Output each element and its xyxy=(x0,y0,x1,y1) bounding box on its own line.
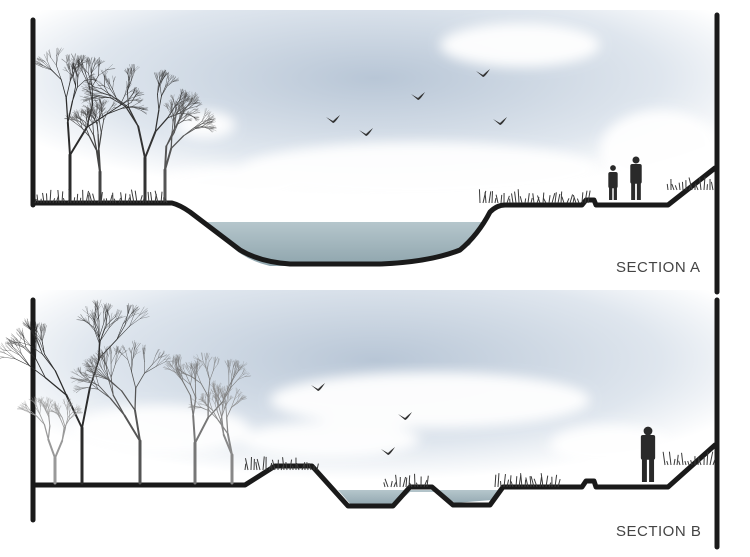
person-silhouette xyxy=(608,165,618,200)
bird-icon xyxy=(398,412,412,420)
tree xyxy=(34,47,149,202)
tree xyxy=(163,89,217,202)
grass-tuft xyxy=(383,473,429,488)
sky-section-a xyxy=(34,10,720,205)
trees xyxy=(0,47,252,485)
bird-icon xyxy=(359,128,373,136)
birds xyxy=(311,69,507,455)
grass-tuft xyxy=(244,456,319,471)
water-section-a xyxy=(205,222,482,266)
tree xyxy=(0,299,150,485)
bird-icon xyxy=(381,447,395,455)
sky-section-b xyxy=(34,290,716,490)
grass-tuft xyxy=(666,176,714,191)
bird-icon xyxy=(493,117,507,125)
person-silhouette xyxy=(630,156,642,200)
bird-icon xyxy=(411,92,425,100)
bird-icon xyxy=(311,383,325,391)
tree xyxy=(17,396,83,485)
tree xyxy=(70,340,174,485)
person-silhouette xyxy=(640,426,656,482)
grass-tuft xyxy=(478,189,591,204)
bird-icon xyxy=(476,69,490,77)
grass xyxy=(34,176,716,488)
tree xyxy=(187,380,247,485)
grass-tuft xyxy=(662,451,716,466)
water-section-b xyxy=(338,490,498,506)
section-a-label: SECTION A xyxy=(616,259,701,276)
section-b-label: SECTION B xyxy=(616,523,702,540)
tree xyxy=(64,97,119,202)
bird-icon xyxy=(326,115,340,123)
ground-profile-a xyxy=(30,165,718,267)
grass-tuft xyxy=(34,188,168,204)
grass-tuft xyxy=(494,473,561,488)
people xyxy=(608,156,656,482)
ground-profile-b xyxy=(30,442,718,509)
